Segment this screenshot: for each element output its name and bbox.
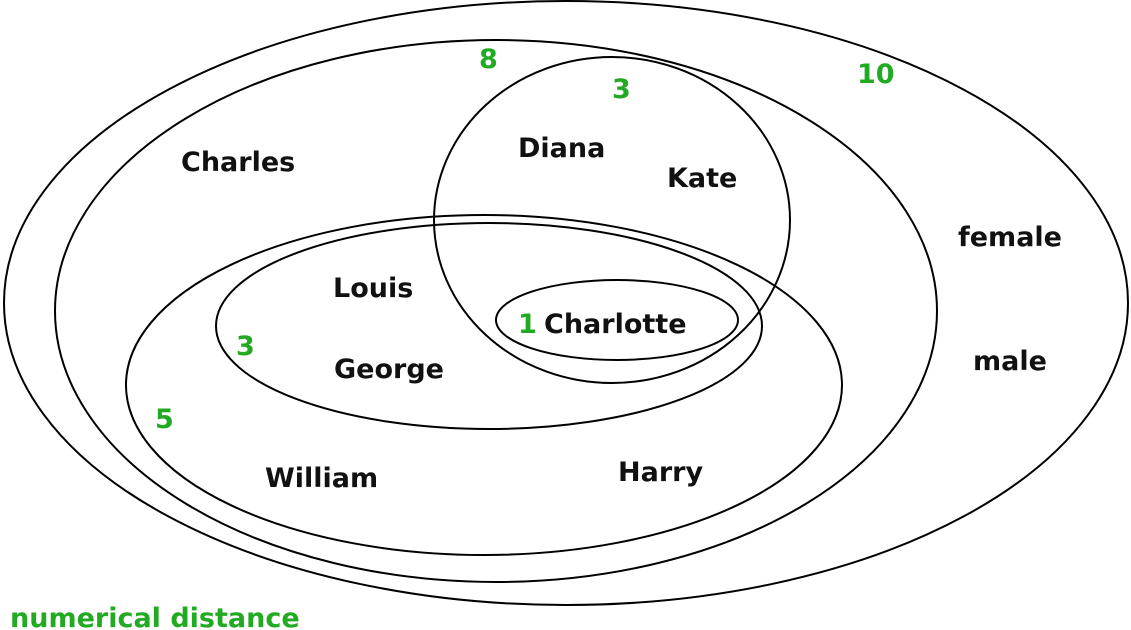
outer-set-ellipse (3, 0, 1129, 606)
distance-children: 3 (236, 331, 255, 362)
distance-women: 3 (612, 74, 631, 105)
label-male: male (973, 346, 1047, 377)
distance-family: 8 (479, 44, 498, 75)
label-female: female (958, 222, 1062, 253)
female-set-circle (433, 56, 791, 384)
label-harry: Harry (618, 457, 703, 488)
label-william: William (265, 463, 378, 494)
label-charlotte: Charlotte (544, 309, 687, 340)
label-diana: Diana (518, 133, 605, 164)
caption-numerical-distance: numerical distance (10, 603, 300, 630)
label-kate: Kate (667, 163, 737, 194)
distance-outer: 10 (857, 59, 895, 90)
grandchildren-set-ellipse (125, 214, 843, 556)
label-george: George (334, 354, 444, 385)
label-louis: Louis (333, 273, 413, 304)
family-set-ellipse (54, 39, 938, 583)
distance-charlotte: 1 (518, 309, 537, 340)
distance-grandchildren: 5 (155, 404, 174, 435)
label-charles: Charles (181, 147, 295, 178)
charlotte-set-ellipse (495, 279, 739, 361)
children-set-ellipse (215, 222, 763, 430)
